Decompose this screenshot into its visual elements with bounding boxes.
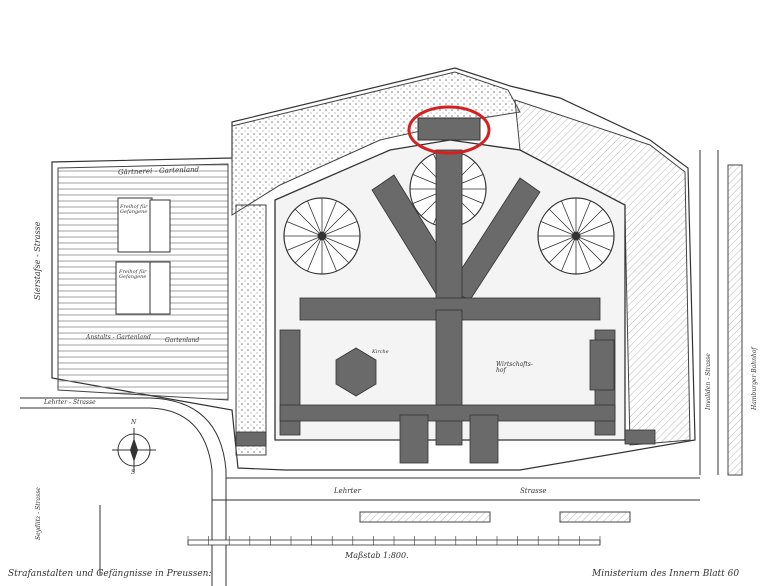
yard-spoke — [548, 235, 577, 264]
yard-spoke — [286, 235, 323, 251]
scale-bar — [187, 536, 601, 546]
railway-strip — [727, 164, 743, 476]
label-anstalts-gartenland-1: Anstalts - Gartenland — [86, 334, 151, 341]
yard-spoke — [321, 200, 337, 237]
exercise-yard-right — [537, 197, 615, 275]
gatehouse — [417, 117, 481, 141]
yard-spoke — [540, 221, 577, 237]
label-freihof-2: Freihof für Gefangene — [119, 269, 147, 280]
label-scale: Maßstab 1:800. — [345, 551, 409, 560]
street-curve-left — [20, 407, 213, 586]
label-street-right-2: Hamburger Bahnhof — [751, 347, 758, 410]
yard-spoke — [321, 235, 350, 264]
label-street-bottom-2: Strasse — [520, 487, 547, 495]
yard-center — [317, 231, 327, 241]
yard-spoke — [307, 200, 323, 237]
label-street-bottom-left: Lehrter - Strasse — [44, 399, 96, 406]
label-freihof-1: Freihof für Gefangene — [120, 204, 148, 215]
highlight-ellipse — [407, 105, 491, 155]
compass-rose — [112, 428, 156, 472]
label-wirtschaftshof: Wirtschafts- hof — [496, 361, 533, 374]
label-compass-s: S — [131, 469, 136, 476]
label-compass-n: N — [131, 419, 137, 426]
label-street-right: Invaliden - Strasse — [705, 353, 712, 410]
label-street-bottom: Lehrter — [334, 487, 361, 495]
yard-spoke — [286, 221, 323, 237]
yard-spoke — [575, 235, 612, 251]
caption-left: Strafanstalten und Gefängnisse in Preuss… — [8, 569, 212, 579]
site-boundary — [51, 67, 696, 471]
yard-spoke — [575, 200, 591, 237]
exercise-yard-left — [283, 197, 361, 275]
yard-spoke — [294, 235, 323, 264]
yard-spoke — [321, 235, 337, 272]
caption-right: Ministerium des Innern Blatt 60 — [592, 569, 740, 579]
yard-spoke — [575, 221, 612, 237]
yard-center — [571, 231, 581, 241]
label-kirche: Kirche — [372, 349, 389, 355]
yard-spoke — [540, 235, 577, 251]
yard-spoke — [321, 208, 350, 237]
label-street-far-left: Seydlitz - Strasse — [35, 487, 42, 540]
yard-spoke — [575, 235, 604, 264]
yard-spoke — [294, 208, 323, 237]
freihof-1 — [117, 197, 153, 253]
yard-spoke — [575, 208, 604, 237]
yard-spoke — [321, 235, 358, 251]
yard-spoke — [321, 221, 358, 237]
label-street-left: Sierstafse - Strasse — [33, 221, 42, 300]
cell-wings — [235, 149, 656, 464]
label-anstalts-gartenland-2: Gartenland — [165, 337, 200, 344]
freihof-2 — [115, 261, 153, 315]
yard-spoke — [561, 200, 577, 237]
yard-spoke — [561, 235, 577, 272]
yard-spoke — [575, 235, 591, 272]
yard-spoke — [548, 208, 577, 237]
yard-spoke — [307, 235, 323, 272]
